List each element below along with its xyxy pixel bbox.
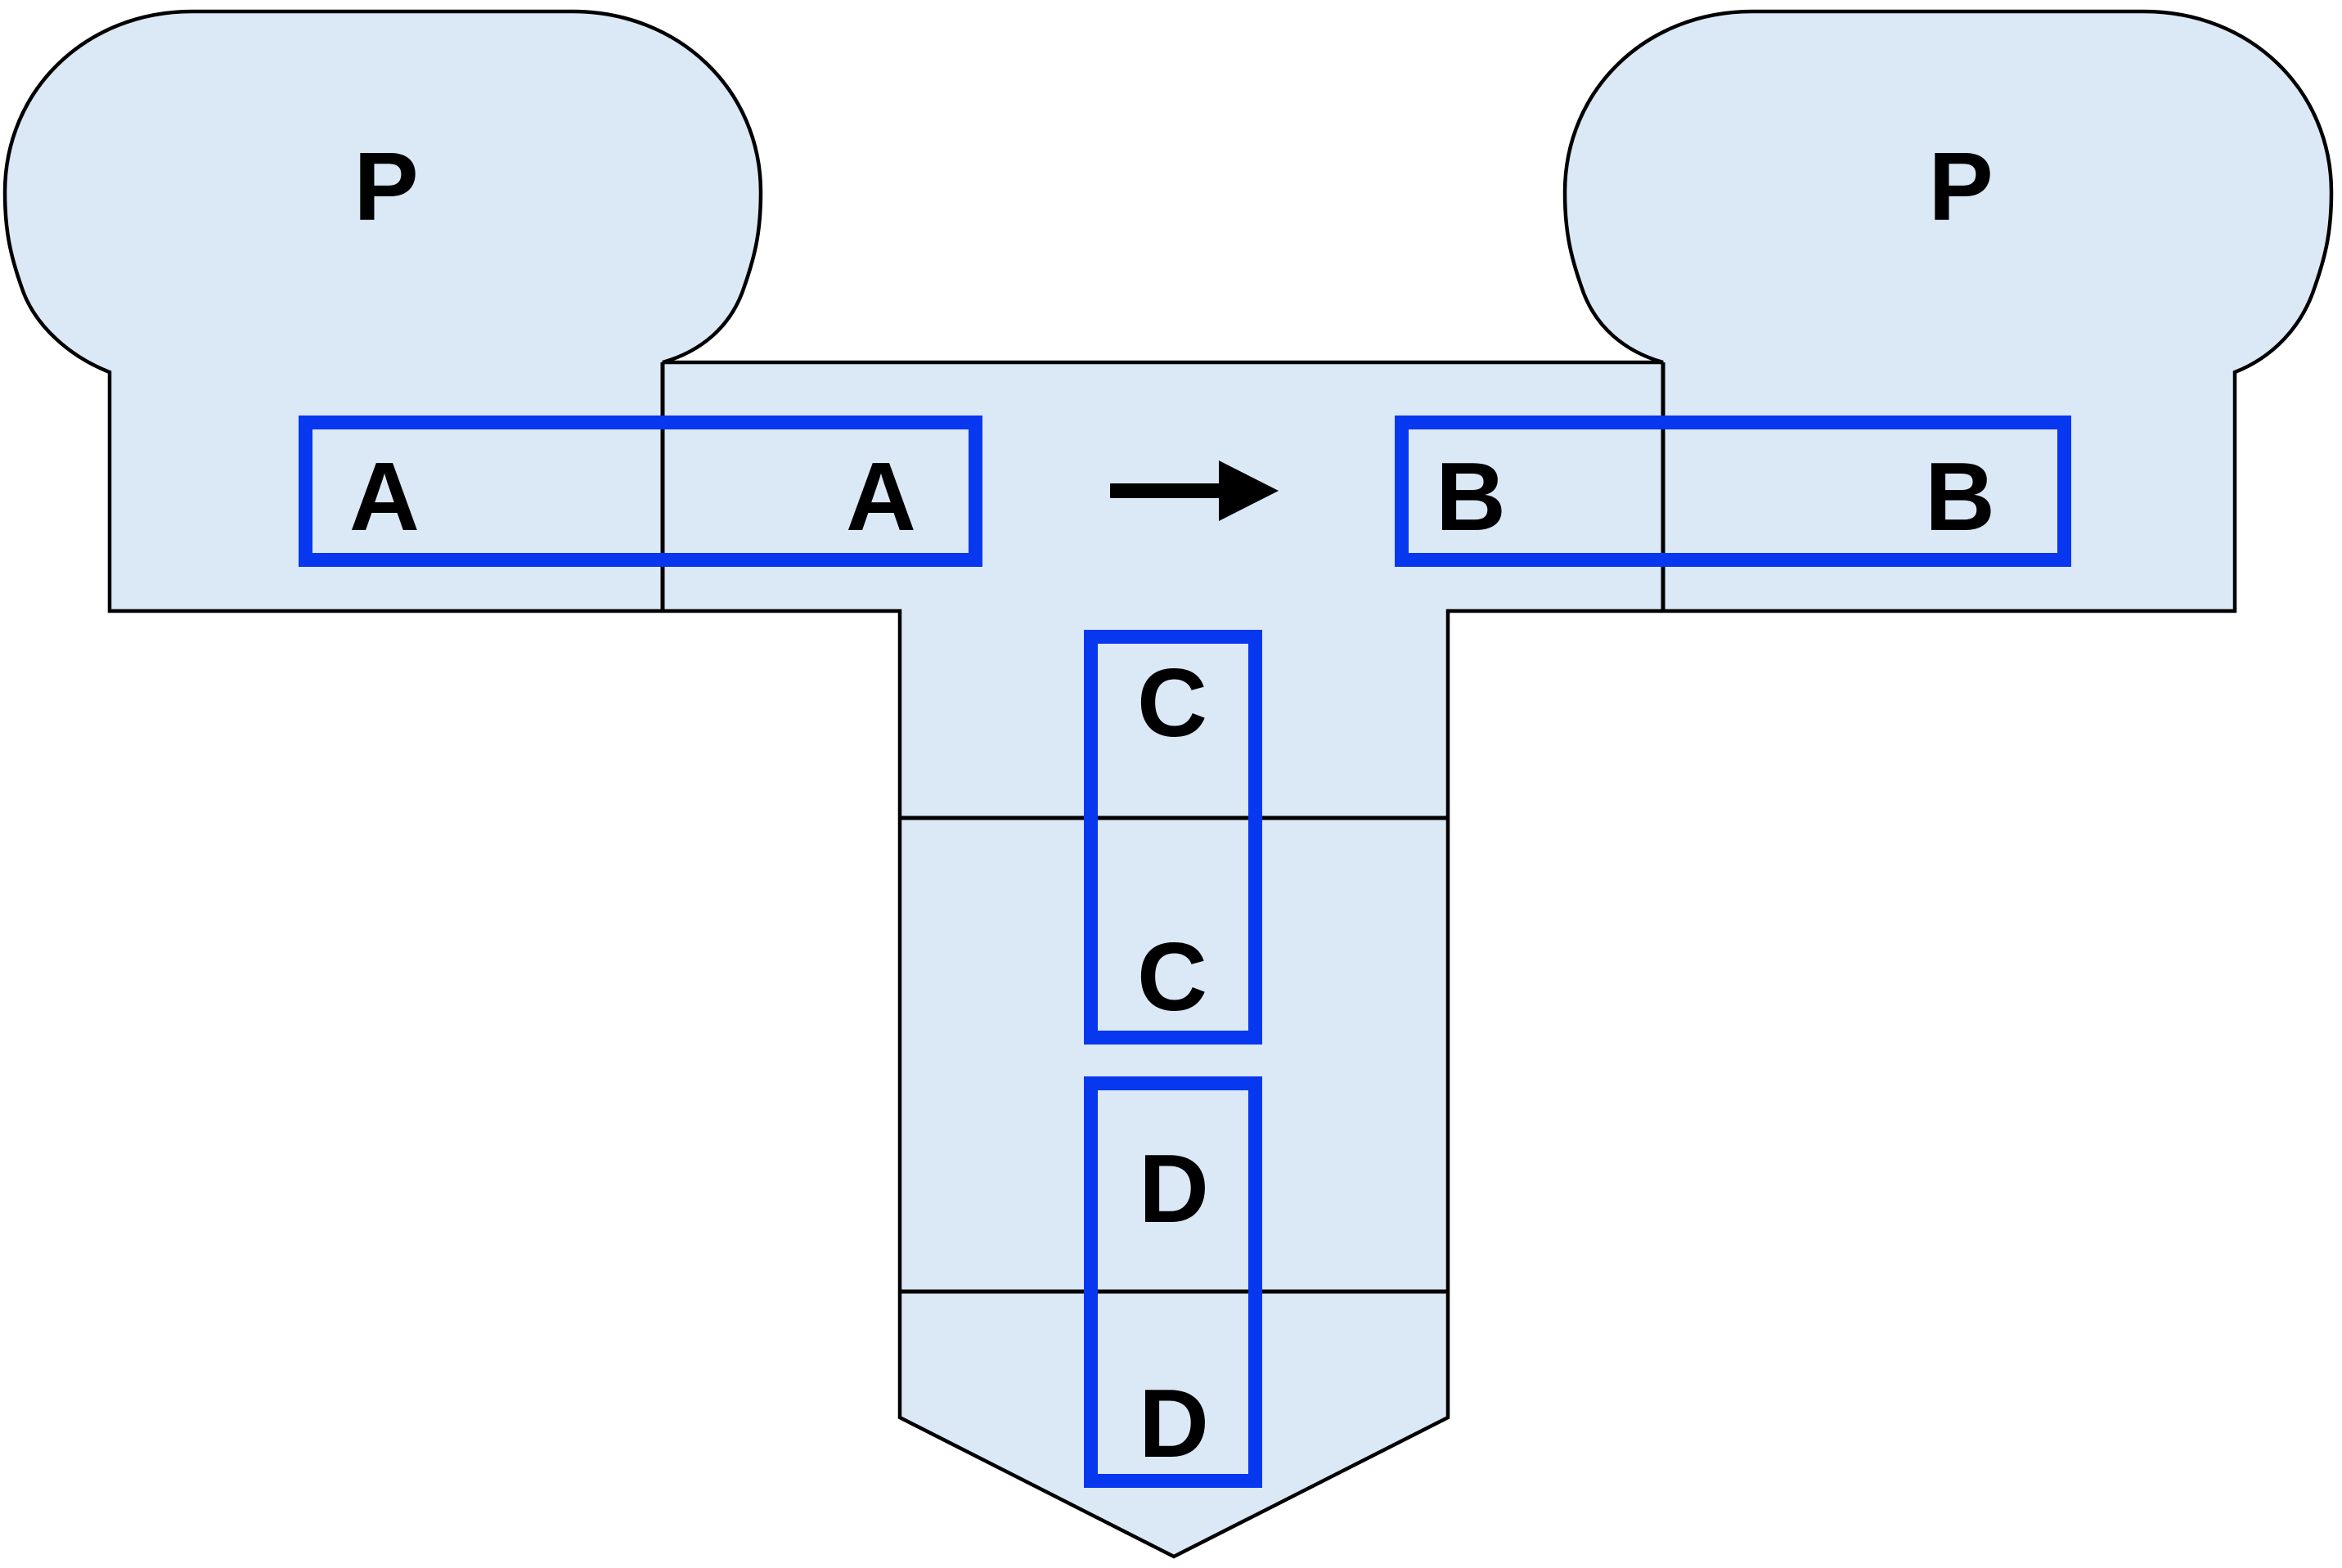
primer-box-d bbox=[1084, 1076, 1262, 1488]
primer-box-c bbox=[1084, 630, 1262, 1045]
primer-box-b bbox=[1395, 416, 2071, 567]
primer-d-top-label: D bbox=[1139, 1134, 1209, 1243]
right-arrow-icon bbox=[1110, 461, 1279, 521]
primer-c-bottom-label: C bbox=[1137, 923, 1207, 1031]
primer-a-left-label: A bbox=[349, 443, 420, 551]
primer-c-top-label: C bbox=[1137, 649, 1207, 757]
primer-b-right-label: B bbox=[1925, 443, 1995, 551]
promoter-right-label: P bbox=[1928, 133, 1993, 241]
primer-box-a bbox=[299, 416, 982, 567]
promoter-left-label: P bbox=[353, 133, 418, 241]
primer-b-left-label: B bbox=[1436, 443, 1506, 551]
construct-body-outline bbox=[2, 9, 2334, 1559]
primer-a-right-label: A bbox=[846, 443, 916, 551]
primer-d-bottom-label: D bbox=[1139, 1369, 1209, 1478]
